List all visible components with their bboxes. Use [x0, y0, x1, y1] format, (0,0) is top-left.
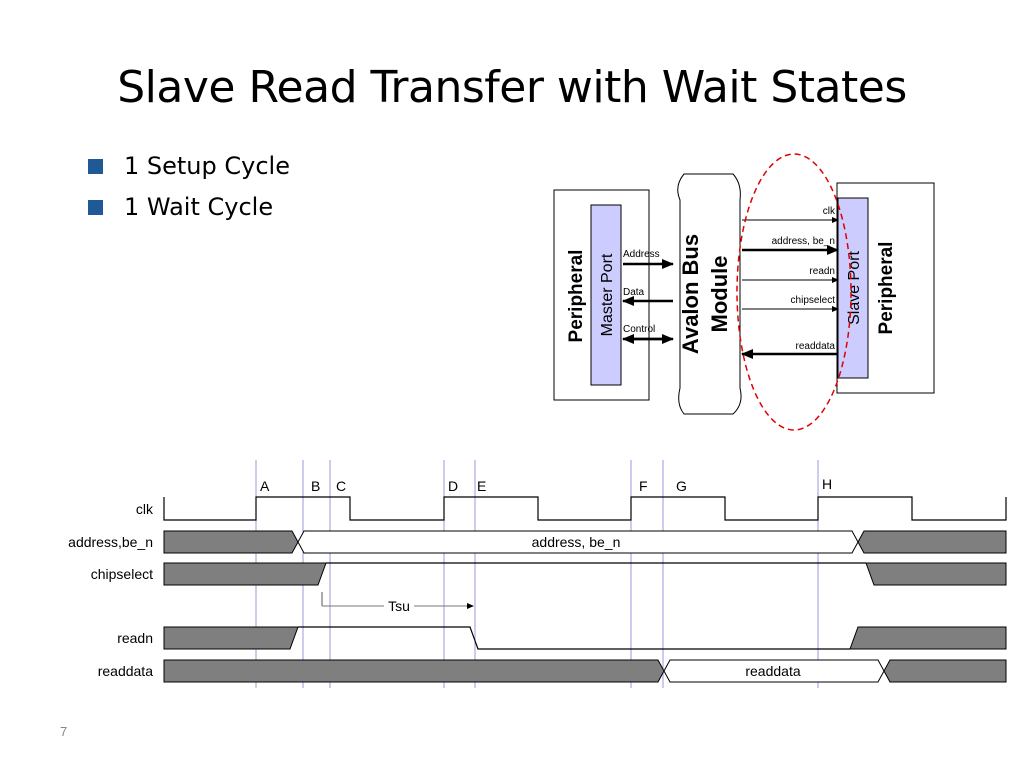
- master-signal-data: Data: [623, 287, 645, 298]
- master-signal-control: Control: [623, 324, 655, 335]
- slave-signal-address: address, be_n: [772, 236, 835, 247]
- bullet-list: 1 Setup Cycle 1 Wait Cycle: [88, 146, 290, 228]
- signal-name-address: address,be_n: [68, 534, 153, 550]
- readdata-value-label: readdata: [745, 663, 800, 679]
- readdata-valid-segment: [663, 659, 885, 683]
- address-shaded-left: [163, 530, 299, 554]
- readn-shaded-left: [163, 626, 299, 650]
- marker-label-a: A: [260, 478, 270, 494]
- bullet-square-icon: [88, 200, 103, 215]
- left-peripheral-box: [553, 189, 650, 401]
- bullet-text: 1 Setup Cycle: [124, 152, 290, 180]
- signal-name-clk: clk: [136, 501, 154, 517]
- avalon-bus-shape: [677, 173, 742, 415]
- slave-signal-readdata: readdata: [796, 341, 836, 352]
- readdata-shaded-left: [163, 659, 665, 683]
- marker-label-e: E: [477, 478, 486, 494]
- signal-name-readdata: readdata: [98, 663, 153, 679]
- address-value-label: address, be_n: [532, 534, 621, 550]
- marker-label-f: F: [639, 478, 648, 494]
- left-peripheral-label: Peripheral: [566, 250, 587, 343]
- readn-waveform: [298, 626, 850, 650]
- tsu-label: Tsu: [388, 598, 410, 614]
- master-signal-address: Address: [623, 249, 660, 260]
- slave-signal-readn: readn: [809, 266, 835, 277]
- readn-shaded-right: [849, 626, 1007, 650]
- master-port-label: Master Port: [599, 253, 616, 336]
- bullet-text: 1 Wait Cycle: [124, 193, 274, 221]
- slave-port-label: Slave Port: [846, 251, 863, 325]
- slave-port-box: [837, 197, 869, 379]
- avalon-bus-label-line1: Avalon Bus: [678, 234, 703, 354]
- bullet-item: 1 Setup Cycle: [88, 146, 290, 187]
- address-shaded-right: [857, 530, 1007, 554]
- chipselect-shaded-right: [865, 562, 1007, 586]
- right-peripheral-box: [836, 182, 935, 394]
- slave-signal-chipselect: chipselect: [791, 295, 836, 306]
- marker-label-h: H: [822, 476, 832, 492]
- avalon-bus-label-line2: Module: [707, 256, 732, 333]
- readdata-shaded-right: [883, 659, 1007, 683]
- marker-label-d: D: [448, 478, 458, 494]
- slide-title: Slave Read Transfer with Wait States: [117, 62, 907, 113]
- master-port-box: [590, 204, 622, 386]
- bullet-item: 1 Wait Cycle: [88, 187, 290, 228]
- slave-signal-clk: clk: [823, 206, 836, 217]
- signal-name-chipselect: chipselect: [91, 566, 153, 582]
- chipselect-shaded-left: [163, 562, 327, 586]
- signal-name-readn: readn: [117, 630, 153, 646]
- clk-waveform: [163, 496, 1007, 521]
- right-peripheral-label: Peripheral: [876, 242, 897, 335]
- marker-label-c: C: [336, 478, 346, 494]
- marker-label-g: G: [676, 478, 687, 494]
- page-number: 7: [60, 724, 68, 739]
- address-valid-segment: [297, 530, 859, 554]
- highlight-ellipse: [736, 153, 852, 431]
- bullet-square-icon: [88, 159, 103, 174]
- marker-label-b: B: [311, 478, 320, 494]
